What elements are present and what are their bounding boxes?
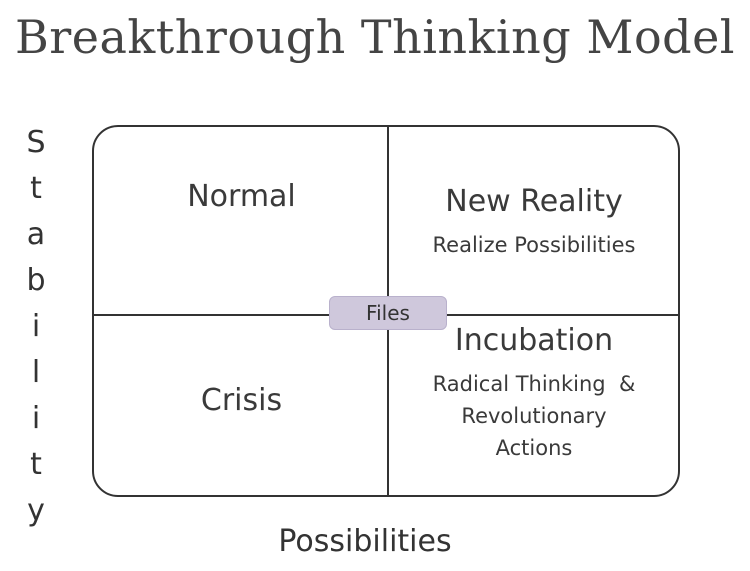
y-axis-label: S t a b i l i t y bbox=[18, 120, 54, 534]
quadrant-text: Realize Possibilities bbox=[432, 233, 636, 257]
y-axis-letter: t bbox=[30, 171, 42, 206]
y-axis-letter: l bbox=[31, 355, 41, 390]
quadrant-incubation: Incubation Radical Thinking & Revolution… bbox=[394, 323, 674, 464]
quadrant-heading: Normal bbox=[187, 179, 296, 214]
quadrant-heading: Incubation bbox=[454, 323, 614, 358]
quadrant-text: Revolutionary bbox=[461, 404, 607, 428]
y-axis-letter: i bbox=[31, 401, 41, 436]
quadrant-heading: Crisis bbox=[200, 383, 283, 418]
quadrant-normal: Normal bbox=[124, 179, 359, 214]
quadrant-heading: New Reality bbox=[445, 184, 623, 219]
y-axis-letter: S bbox=[26, 125, 46, 160]
quadrant-crisis: Crisis bbox=[124, 383, 359, 418]
files-tag: Files bbox=[329, 296, 447, 330]
y-axis-letter: y bbox=[27, 493, 45, 528]
diagram-title: Breakthrough Thinking Model bbox=[14, 10, 736, 64]
y-axis-letter: i bbox=[31, 309, 41, 344]
quadrant-grid: Normal New Reality Realize Possibilities… bbox=[92, 125, 680, 497]
y-axis-letter: a bbox=[26, 217, 46, 252]
quadrant-text: Radical Thinking & bbox=[432, 372, 636, 396]
y-axis-letter: b bbox=[26, 263, 46, 298]
quadrant-new-reality: New Reality Realize Possibilities bbox=[394, 184, 674, 261]
y-axis-letter: t bbox=[30, 447, 42, 482]
quadrant-text: Actions bbox=[495, 436, 573, 460]
x-axis-label: Possibilities bbox=[278, 524, 452, 559]
